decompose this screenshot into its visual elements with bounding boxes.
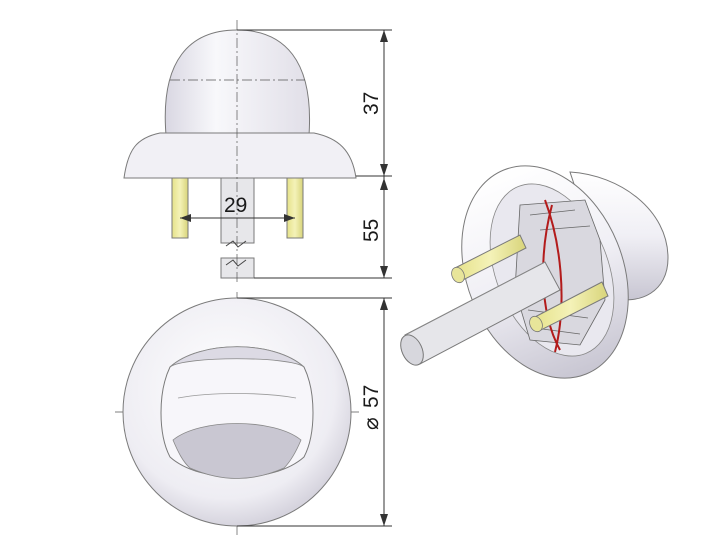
front-view: 29 37 55 — [123, 20, 392, 285]
thumbturn-contour — [177, 393, 297, 399]
height-top-label: 37 — [360, 92, 383, 115]
spindle-break-mark — [225, 240, 247, 267]
iso-pin-lower-end — [529, 315, 543, 333]
top-view: ⌀ 57 — [115, 292, 392, 535]
dimension-height-spindle: 55 — [360, 176, 388, 278]
iso-spindle-end — [400, 334, 424, 366]
thumbturn-grip-lower-shade — [172, 423, 302, 479]
fixing-pin-left — [171, 177, 189, 239]
pin-spacing-label: 29 — [224, 194, 247, 217]
iso-pin-upper-end — [451, 266, 465, 284]
rosette-flange — [123, 132, 357, 179]
dimension-diameter: ⌀ 57 — [360, 298, 388, 526]
iso-mechanism-detail — [527, 209, 591, 335]
diameter-symbol: ⌀ — [360, 417, 383, 430]
spindle-end — [220, 257, 255, 279]
dimension-pin-spacing: 29 — [180, 194, 295, 222]
dome-knob — [164, 29, 311, 136]
dimension-height-top: 37 — [360, 30, 388, 176]
fixing-pin-right — [286, 177, 304, 239]
isometric-view — [400, 165, 669, 379]
spindle-square — [220, 177, 255, 244]
height-spindle-label: 55 — [360, 219, 383, 242]
iso-spindle-edge — [404, 261, 546, 336]
diameter-label: 57 — [360, 385, 383, 408]
thumbturn-grip-upper-shade — [169, 346, 305, 368]
